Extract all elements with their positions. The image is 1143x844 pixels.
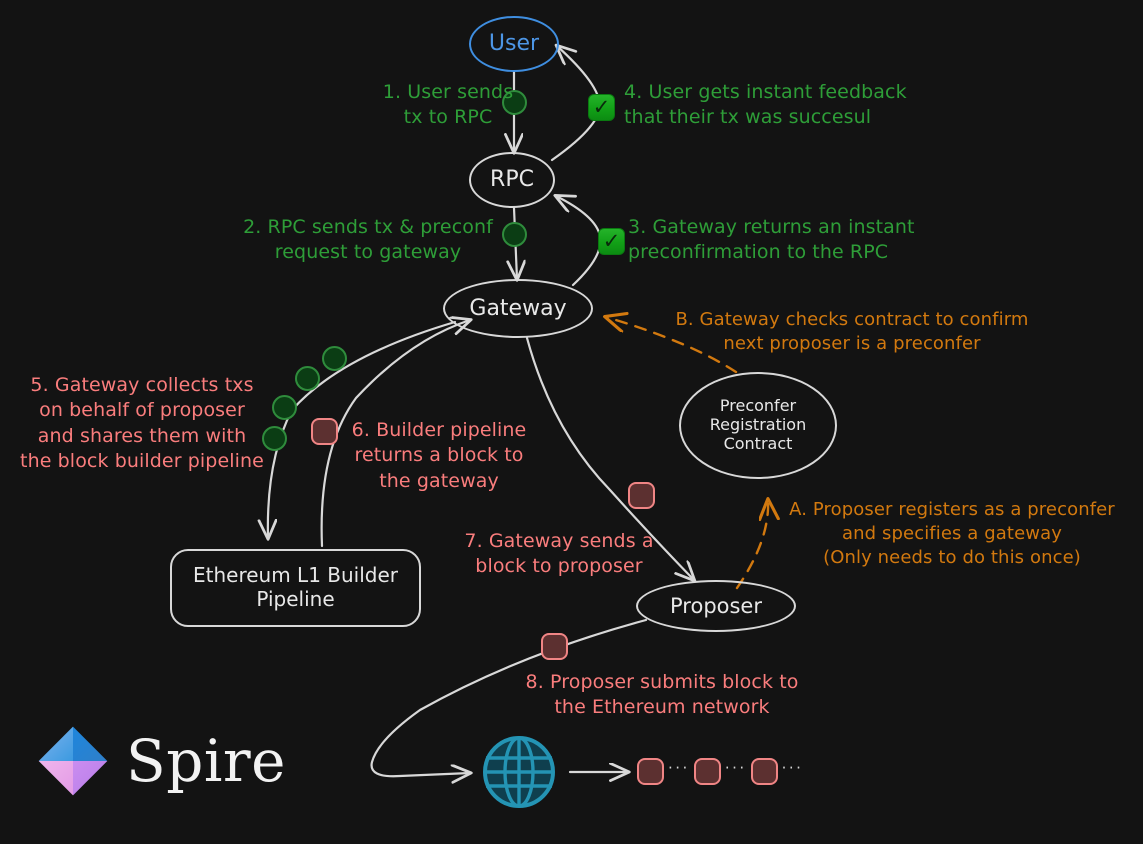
chain-dots-1: ··· (668, 759, 690, 777)
tx-token-user-rpc (502, 90, 527, 115)
block-token-builder-to-gateway (311, 418, 338, 445)
step-b-label: B. Gateway checks contract to confirm ne… (675, 309, 1029, 354)
edge-contract-to-gateway (606, 317, 738, 374)
tx-token-stream-2 (295, 366, 320, 391)
node-rpc[interactable]: RPC (469, 152, 555, 208)
node-preconfer-registration-contract[interactable]: Preconfer Registration Contract (679, 372, 837, 479)
node-gateway-label: Gateway (469, 295, 567, 321)
check-icon-user-feedback: ✓ (588, 94, 615, 121)
step-8-label: 8. Proposer submits block to the Ethereu… (525, 671, 799, 719)
tx-token-stream-1 (322, 346, 347, 371)
step-5-label: 5. Gateway collects txs on behalf of pro… (20, 374, 264, 472)
node-rpc-label: RPC (490, 167, 534, 193)
step-a-label: A. Proposer registers as a preconfer and… (789, 499, 1115, 568)
edge-builder-pipeline-to-gateway (320, 320, 470, 548)
node-builder-pipeline-label: Ethereum L1 Builder Pipeline (192, 563, 399, 611)
step-1-label: 1. User sends tx to RPC (382, 81, 514, 129)
node-gateway[interactable]: Gateway (443, 279, 593, 338)
edge-gateway-to-proposer (525, 336, 694, 580)
chain-dots-2: ··· (724, 759, 747, 777)
edge-gateway-to-rpc (556, 196, 602, 287)
block-token-gateway-to-proposer (628, 482, 655, 509)
step-6-label: 6. Builder pipeline returns a block to t… (351, 419, 527, 492)
tx-token-stream-3 (272, 395, 297, 420)
block-token-proposer-to-network (541, 633, 568, 660)
step-2-label: 2. RPC sends tx & preconf request to gat… (243, 216, 493, 264)
tx-token-rpc-gateway (502, 222, 527, 247)
spire-wordmark: Spire (126, 727, 286, 795)
node-user[interactable]: User (469, 16, 559, 72)
step-7-label: 7. Gateway sends a block to proposer (464, 530, 654, 578)
node-user-label: User (488, 31, 540, 57)
chain-block-3 (750, 758, 778, 785)
node-proposer[interactable]: Proposer (636, 580, 796, 632)
step-3-label: 3. Gateway returns an instant preconfirm… (628, 216, 915, 264)
step-4-label: 4. User gets instant feedback that their… (624, 81, 907, 129)
check-glyph: ✓ (592, 95, 611, 119)
ethereum-chain-strip: ··· ··· ··· (637, 758, 807, 785)
check-glyph: ✓ (602, 229, 621, 253)
node-proposer-label: Proposer (670, 593, 762, 618)
node-contract-label: Preconfer Registration Contract (709, 396, 807, 453)
tx-token-stream-4 (262, 426, 287, 451)
edge-proposer-to-contract (735, 500, 768, 590)
spire-logo: Spire (34, 722, 286, 800)
node-ethereum-l1-builder-pipeline[interactable]: Ethereum L1 Builder Pipeline (170, 549, 421, 627)
globe-icon (483, 736, 555, 808)
chain-block-1 (637, 758, 664, 785)
check-icon-rpc-preconfirmation: ✓ (598, 228, 625, 255)
chain-dots-3: ··· (781, 759, 804, 777)
spire-diamond-logo (38, 726, 108, 796)
chain-block-2 (693, 758, 721, 785)
